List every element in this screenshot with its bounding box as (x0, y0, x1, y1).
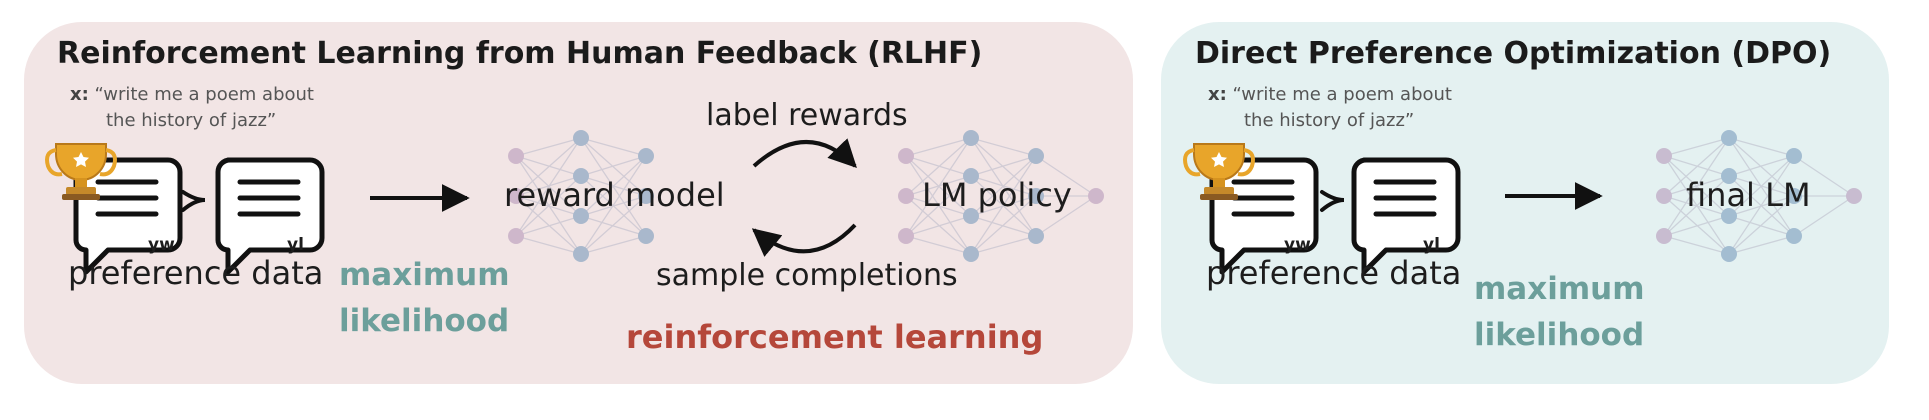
network-node (963, 168, 979, 184)
prompt-line-2: the history of jazz” (106, 110, 277, 131)
network-node (898, 148, 914, 164)
chat-bubble-winner-icon (73, 157, 183, 275)
network-node (508, 188, 524, 204)
dpo-loser-subscript: yl (1423, 235, 1440, 255)
network-node (963, 130, 979, 146)
rlhf-title: Reinforcement Learning from Human Feedba… (57, 36, 983, 71)
network-node (1846, 188, 1862, 204)
chat-bubble-loser-icon (215, 157, 325, 275)
network-node (1786, 228, 1802, 244)
prompt-label: x: (70, 84, 89, 105)
network-node (1656, 228, 1672, 244)
dpo-succeeds-symbol-icon (1320, 190, 1345, 212)
rlhf-prompt: x: “write me a poem about the history of… (70, 82, 314, 134)
dpo-prompt: x: “write me a poem about the history of… (1208, 82, 1452, 134)
maximum-likelihood-label: maximum likelihood (339, 252, 510, 344)
trophy-icon (45, 143, 117, 200)
network-node (1028, 148, 1044, 164)
network-node (573, 168, 589, 184)
network-node (898, 188, 914, 204)
dpo-maximum-likelihood-line-1: maximum (1474, 271, 1645, 307)
lm-policy-network-icon (898, 130, 1104, 262)
lm-policy-label: LM policy (922, 176, 1072, 214)
prompt-line-1: “write me a poem about (94, 84, 314, 105)
winner-subscript: yw (148, 235, 175, 255)
maximum-likelihood-line-2: likelihood (339, 303, 510, 339)
reinforcement-learning-label: reinforcement learning (626, 318, 1044, 356)
dpo-chat-bubble-loser-icon (1351, 157, 1461, 275)
arrow-sample-completions (751, 223, 857, 257)
network-node (573, 246, 589, 262)
network-node (573, 208, 589, 224)
maximum-likelihood-line-1: maximum (339, 257, 510, 293)
final-lm-label: final LM (1686, 176, 1811, 214)
network-node (1656, 148, 1672, 164)
dpo-winner-subscript: yw (1284, 235, 1311, 255)
network-node (1786, 188, 1802, 204)
final-lm-network-icon (1656, 130, 1862, 262)
network-node (963, 246, 979, 262)
network-node (1088, 188, 1104, 204)
network-node (508, 228, 524, 244)
succeeds-symbol-icon (181, 190, 206, 212)
network-node (1028, 228, 1044, 244)
network-node (1721, 246, 1737, 262)
label-rewards-label: label rewards (706, 98, 908, 133)
loser-subscript: yl (287, 235, 304, 255)
network-node (508, 148, 524, 164)
network-node (638, 228, 654, 244)
network-node (1656, 188, 1672, 204)
network-node (573, 130, 589, 146)
arrow-label-rewards (752, 138, 857, 168)
dpo-prompt-label: x: (1208, 84, 1227, 105)
network-node (1721, 168, 1737, 184)
network-node (898, 228, 914, 244)
dpo-maximum-likelihood-line-2: likelihood (1474, 317, 1645, 353)
dpo-prompt-line-1: “write me a poem about (1232, 84, 1452, 105)
network-node (1721, 130, 1737, 146)
reward-model-network-icon (508, 130, 654, 262)
network-node (638, 148, 654, 164)
sample-completions-label: sample completions (656, 258, 958, 293)
reward-model-label: reward model (504, 176, 725, 214)
network-node (1028, 188, 1044, 204)
network-node (638, 188, 654, 204)
network-node (1786, 148, 1802, 164)
dpo-title: Direct Preference Optimization (DPO) (1195, 36, 1832, 71)
preference-data-label: preference data (68, 254, 324, 292)
dpo-preference-data-label: preference data (1206, 254, 1462, 292)
dpo-trophy-icon (1183, 143, 1255, 200)
network-node (963, 208, 979, 224)
dpo-maximum-likelihood-label: maximum likelihood (1474, 266, 1645, 358)
dpo-prompt-line-2: the history of jazz” (1244, 110, 1415, 131)
network-node (1721, 208, 1737, 224)
rlhf-panel (24, 22, 1133, 384)
